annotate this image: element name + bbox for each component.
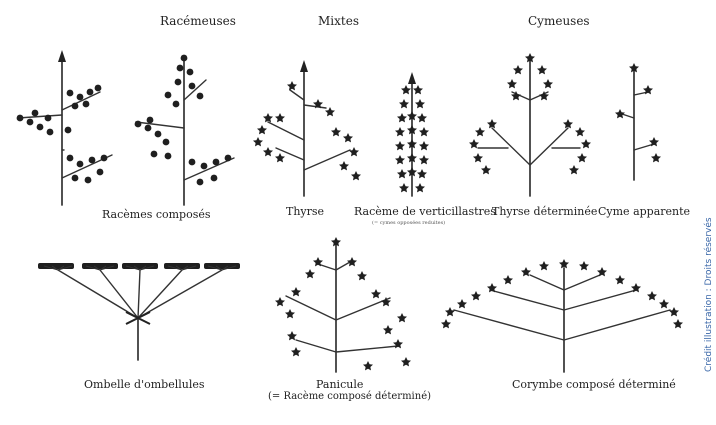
verticillaster-note: (= cymes opposées reduites) <box>372 220 446 226</box>
mixed-header: Mixtes <box>318 14 359 28</box>
raceme-of-verticillasters <box>395 72 429 197</box>
compound-raceme-1 <box>16 50 113 206</box>
determinate-thyrse-caption: Thyrse déterminée <box>492 205 598 218</box>
thyrse <box>253 60 361 197</box>
panicle-caption: Panicule <box>316 378 364 391</box>
compound-raceme-caption: Racèmes composés <box>102 208 211 221</box>
thyrse-caption: Thyrse <box>286 205 325 218</box>
cymes-header: Cymeuses <box>528 14 590 28</box>
apparent-cyme-caption: Cyme apparente <box>598 205 691 218</box>
umbel-caption: Ombelle d'ombellules <box>84 378 205 391</box>
panicle-note: (= Racème composé déterminé) <box>268 391 432 402</box>
image-credit: Crédit illustration : Droits réservés <box>704 217 714 372</box>
determinate-thyrse <box>469 53 591 197</box>
verticillaster-raceme-caption: Racème de verticillastres <box>354 205 496 218</box>
panicle <box>275 237 411 373</box>
umbel-of-umbellets <box>38 263 240 361</box>
racemes-header: Racémeuses <box>160 14 236 28</box>
determinate-compound-corymb <box>441 259 683 373</box>
apparent-cyme <box>615 63 661 181</box>
compound-raceme-2 <box>134 54 235 206</box>
corymb-caption: Corymbe composé déterminé <box>512 378 676 391</box>
